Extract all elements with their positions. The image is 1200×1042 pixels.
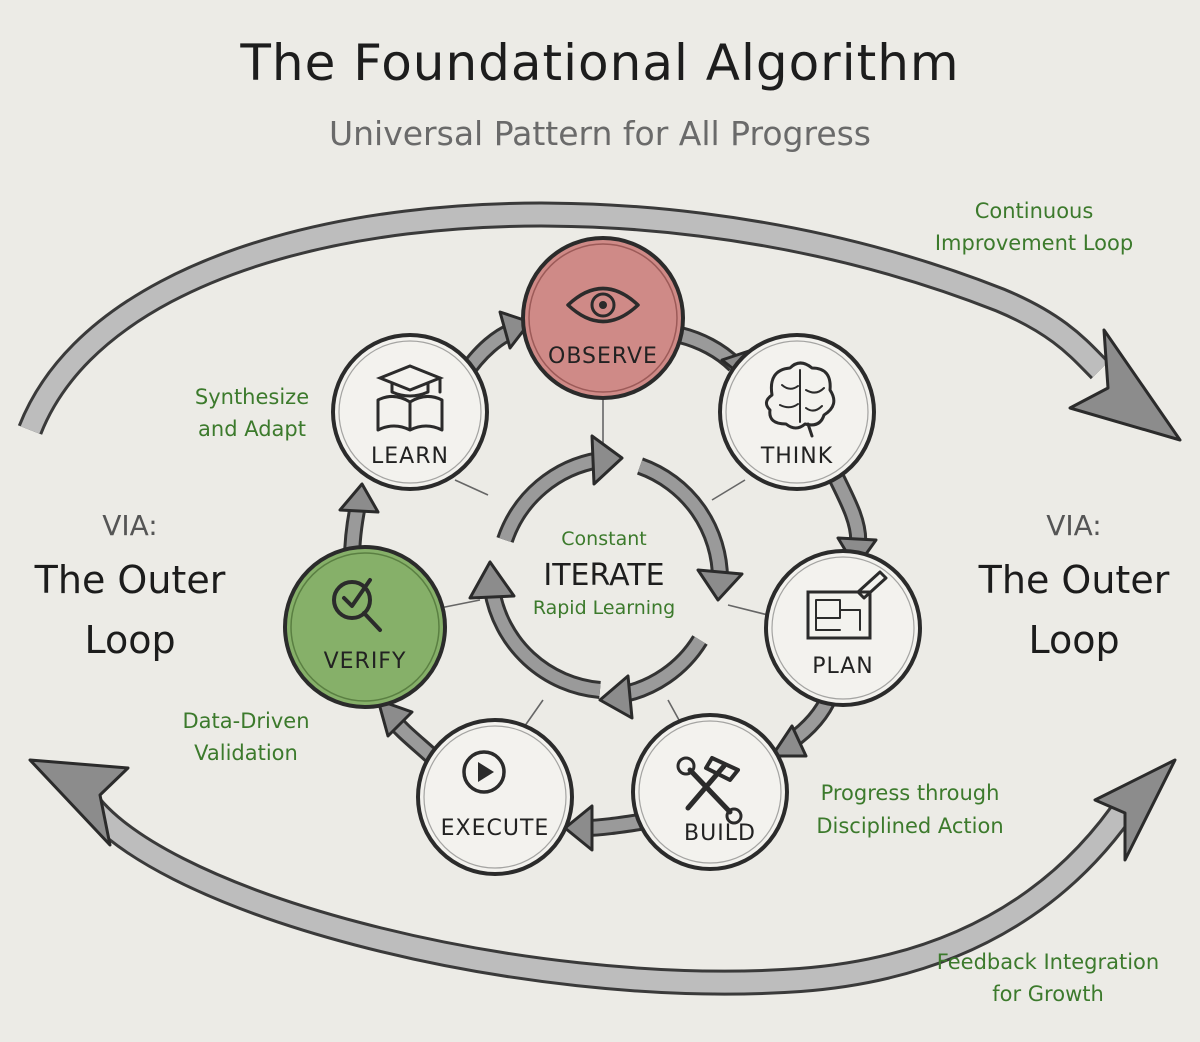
iterate-label: ITERATE xyxy=(543,558,664,593)
iterate-top-text: Constant xyxy=(561,528,646,550)
note-synthesize: Synthesize and Adapt xyxy=(195,385,309,441)
node-execute: EXECUTE xyxy=(416,718,574,876)
iterate-cycle-arrows xyxy=(468,434,744,720)
svg-text:Improvement Loop: Improvement Loop xyxy=(935,231,1133,255)
note-continuous: Continuous Improvement Loop xyxy=(935,199,1133,255)
svg-text:VIA:: VIA: xyxy=(102,509,158,542)
svg-text:Progress through: Progress through xyxy=(821,781,1000,805)
node-learn: LEARN xyxy=(331,333,489,491)
svg-text:VIA:: VIA: xyxy=(1046,509,1102,542)
svg-text:and Adapt: and Adapt xyxy=(198,417,306,441)
via-outer-loop-right: VIA: The Outer Loop xyxy=(978,509,1170,662)
node-verify: VERIFY xyxy=(283,545,447,709)
blueprint-icon xyxy=(806,570,888,640)
observe-circle xyxy=(521,236,685,400)
node-plan: PLAN xyxy=(764,549,922,707)
verify-label: VERIFY xyxy=(324,649,407,674)
eye-icon xyxy=(566,286,640,324)
execute-label: EXECUTE xyxy=(441,816,550,841)
graduation-book-icon xyxy=(375,364,445,432)
svg-text:Data-Driven: Data-Driven xyxy=(182,709,309,733)
tools-icon xyxy=(676,756,743,825)
iterate-center: Constant ITERATE Rapid Learning xyxy=(533,528,675,619)
svg-text:The Outer: The Outer xyxy=(978,558,1170,602)
svg-text:Loop: Loop xyxy=(84,618,175,662)
note-data-driven: Data-Driven Validation xyxy=(182,709,309,765)
page-title: The Foundational Algorithm xyxy=(239,34,959,92)
via-outer-loop-left: VIA: The Outer Loop xyxy=(34,509,226,662)
play-icon xyxy=(462,750,506,794)
plan-label: PLAN xyxy=(812,654,874,679)
svg-text:The Outer: The Outer xyxy=(34,558,226,602)
svg-text:for Growth: for Growth xyxy=(992,982,1104,1006)
note-feedback: Feedback Integration for Growth xyxy=(937,950,1159,1006)
brain-icon xyxy=(765,361,836,438)
page-subtitle: Universal Pattern for All Progress xyxy=(329,114,871,153)
observe-label: OBSERVE xyxy=(548,344,658,369)
think-label: THINK xyxy=(760,444,833,469)
node-observe: OBSERVE xyxy=(521,236,685,400)
learn-label: LEARN xyxy=(371,444,449,469)
iterate-bottom-text: Rapid Learning xyxy=(533,597,675,619)
outer-loop-top-arrow xyxy=(17,201,1182,442)
magnifier-check-icon xyxy=(332,578,382,632)
svg-text:Continuous: Continuous xyxy=(975,199,1094,223)
node-build: BUILD xyxy=(631,713,789,871)
build-label: BUILD xyxy=(684,821,756,846)
svg-text:Loop: Loop xyxy=(1028,618,1119,662)
svg-text:Validation: Validation xyxy=(194,741,298,765)
svg-text:Feedback Integration: Feedback Integration xyxy=(937,950,1159,974)
svg-text:Synthesize: Synthesize xyxy=(195,385,309,409)
outer-loop-bottom-arrow xyxy=(28,758,1177,996)
node-think: THINK xyxy=(718,333,876,491)
svg-text:Disciplined Action: Disciplined Action xyxy=(816,814,1003,838)
note-progress: Progress through Disciplined Action xyxy=(816,781,1003,838)
